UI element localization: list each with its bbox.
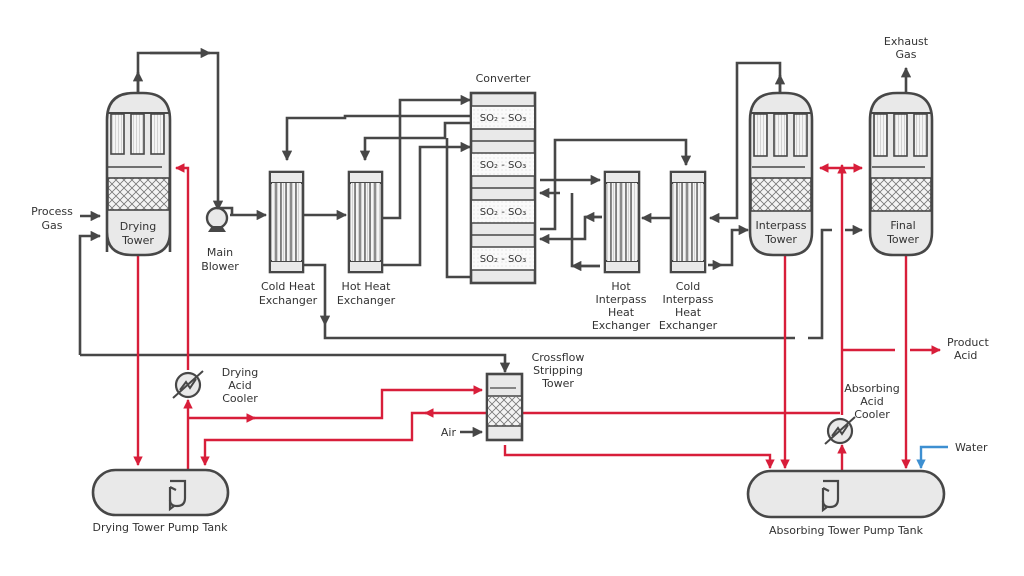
drying-tower: Drying Tower bbox=[105, 91, 172, 257]
converter: SO₂ - SO₃ SO₂ - SO₃ SO₂ - SO₃ SO₂ - SO₃ bbox=[469, 91, 537, 285]
absorbing-tower-pump-tank bbox=[746, 469, 946, 519]
crossflow-stripping-tower bbox=[485, 372, 524, 442]
converter-label: Converter bbox=[476, 72, 531, 85]
air-label: Air bbox=[441, 426, 457, 439]
cold-ihx-label-1: Cold bbox=[676, 280, 700, 293]
cold-hx-label-2: Exchanger bbox=[259, 294, 318, 307]
interpass-tower-label-1: Interpass bbox=[755, 219, 806, 232]
hot-ihx-label-2: Interpass bbox=[595, 293, 646, 306]
hot-heat-exchanger bbox=[347, 170, 384, 274]
interpass-tower: Interpass Tower bbox=[748, 91, 814, 257]
stripping-gas-return bbox=[78, 230, 102, 355]
pump-icon bbox=[821, 479, 840, 513]
drying-acid-cooler-label-3: Cooler bbox=[222, 392, 258, 405]
drying-acid-cooler-icon bbox=[172, 370, 204, 399]
drying-tower-label-1: Drying bbox=[120, 220, 157, 233]
hot-ihx-label-4: Exchanger bbox=[592, 319, 651, 332]
cold-hx-label-1: Cold Heat bbox=[261, 280, 316, 293]
stripping-tower-label-2: Stripping bbox=[533, 364, 583, 377]
hot-ihx-label-3: Heat bbox=[608, 306, 635, 319]
main-blower-icon bbox=[205, 206, 234, 232]
process-gas-label-2: Gas bbox=[42, 219, 63, 232]
exhaust-gas-label-1: Exhaust bbox=[884, 35, 929, 48]
final-tower-label-2: Tower bbox=[886, 233, 919, 246]
product-acid-label-2: Acid bbox=[954, 349, 977, 362]
absorbing-acid-cooler-label-3: Cooler bbox=[854, 408, 890, 421]
drying-acid-cooler-label-2: Acid bbox=[228, 379, 251, 392]
stripping-tower-label-3: Tower bbox=[541, 377, 574, 390]
cold-ihx-label-3: Heat bbox=[675, 306, 702, 319]
water-label: Water bbox=[955, 441, 988, 454]
main-blower-label-1: Main bbox=[207, 246, 233, 259]
converter-bed-1: SO₂ - SO₃ bbox=[480, 113, 526, 124]
pump-icon bbox=[168, 479, 187, 512]
interpass-tower-label-2: Tower bbox=[764, 233, 797, 246]
exhaust-gas-label-2: Gas bbox=[896, 48, 917, 61]
cold-ihx-label-2: Interpass bbox=[662, 293, 713, 306]
cold-heat-exchanger bbox=[268, 170, 305, 274]
product-acid-label-1: Product bbox=[947, 336, 989, 349]
drying-pump-tank-label: Drying Tower Pump Tank bbox=[93, 521, 229, 534]
absorbing-acid-cooler-icon bbox=[824, 416, 856, 445]
cold-interpass-heat-exchanger bbox=[669, 170, 707, 274]
final-tower-label-1: Final bbox=[890, 219, 915, 232]
drying-tower-pump-tank bbox=[91, 468, 230, 517]
absorbing-acid-cooler-label-1: Absorbing bbox=[844, 382, 899, 395]
cold-ihx-label-4: Exchanger bbox=[659, 319, 718, 332]
hot-hx-label-1: Hot Heat bbox=[342, 280, 392, 293]
hot-interpass-heat-exchanger bbox=[603, 170, 641, 274]
converter-bed-2: SO₂ - SO₃ bbox=[480, 160, 526, 171]
converter-bed-4: SO₂ - SO₃ bbox=[480, 254, 526, 265]
process-gas-label-1: Process bbox=[31, 205, 73, 218]
drying-tower-label-2: Tower bbox=[121, 234, 154, 247]
hot-ihx-label-1: Hot bbox=[611, 280, 631, 293]
main-blower-label-2: Blower bbox=[201, 260, 239, 273]
acid-lines bbox=[133, 163, 941, 470]
stripping-tower-label-1: Crossflow bbox=[532, 351, 585, 364]
absorbing-acid-cooler-label-2: Acid bbox=[860, 395, 883, 408]
absorbing-pump-tank-label: Absorbing Tower Pump Tank bbox=[769, 524, 924, 537]
gas-lines bbox=[78, 47, 912, 438]
drying-acid-cooler-label-1: Drying bbox=[222, 366, 259, 379]
converter-bed-3: SO₂ - SO₃ bbox=[480, 207, 526, 218]
final-tower: Final Tower bbox=[868, 91, 934, 257]
hot-hx-label-2: Exchanger bbox=[337, 294, 396, 307]
water-inlet bbox=[916, 445, 948, 469]
